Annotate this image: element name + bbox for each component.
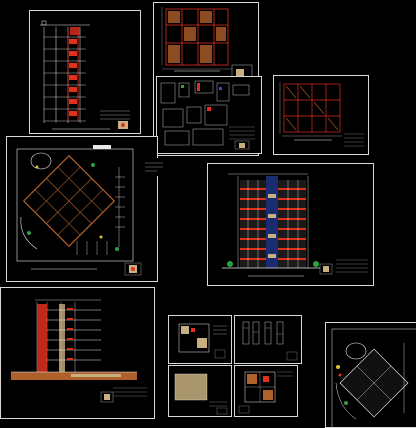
sheet-roof-plan[interactable]	[273, 75, 369, 155]
site-plan-icon	[331, 328, 416, 427]
sheet-section-a[interactable]	[29, 10, 141, 134]
sheet-site-plan[interactable]	[6, 136, 158, 282]
sheet-site-plan-notes	[142, 158, 166, 176]
floor-plan-icon	[178, 323, 227, 359]
sheet-small-plan-1[interactable]	[168, 315, 232, 364]
floor-plan-icon	[238, 371, 293, 414]
notes-icon	[145, 162, 163, 172]
sheet-small-plan-3[interactable]	[234, 365, 298, 417]
elevation-icon	[222, 173, 368, 277]
sheet-small-details[interactable]	[234, 315, 302, 364]
elevation-icon	[11, 299, 147, 403]
sheet-site-plan-partial[interactable]	[325, 322, 416, 428]
sheet-construction-details[interactable]	[156, 76, 262, 154]
section-drawing-icon	[40, 20, 130, 130]
floor-plan-icon	[174, 373, 228, 415]
detail-drawing-icon	[160, 80, 255, 150]
detail-drawing-icon	[242, 321, 298, 361]
sheet-front-elevation[interactable]	[207, 163, 374, 286]
sheet-side-elevation[interactable]	[0, 287, 155, 419]
site-plan-icon	[16, 145, 142, 276]
sheet-small-plan-2[interactable]	[168, 365, 232, 417]
roof-plan-icon	[279, 82, 364, 147]
